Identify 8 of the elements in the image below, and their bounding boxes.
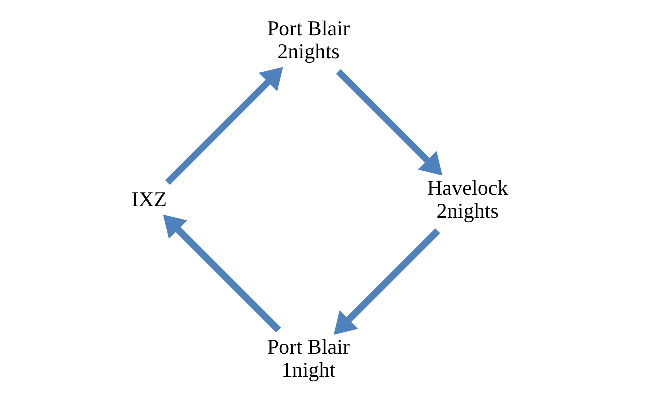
arrow xyxy=(163,214,282,333)
arrow xyxy=(334,228,440,335)
arrow xyxy=(336,69,443,176)
node-text: Port Blair 1night xyxy=(267,335,350,382)
node-text: IXZ xyxy=(132,187,168,212)
node-text: Port Blair 2nights xyxy=(267,16,350,64)
arrow xyxy=(165,67,284,186)
node-text: Havelock 2nights xyxy=(427,176,508,223)
